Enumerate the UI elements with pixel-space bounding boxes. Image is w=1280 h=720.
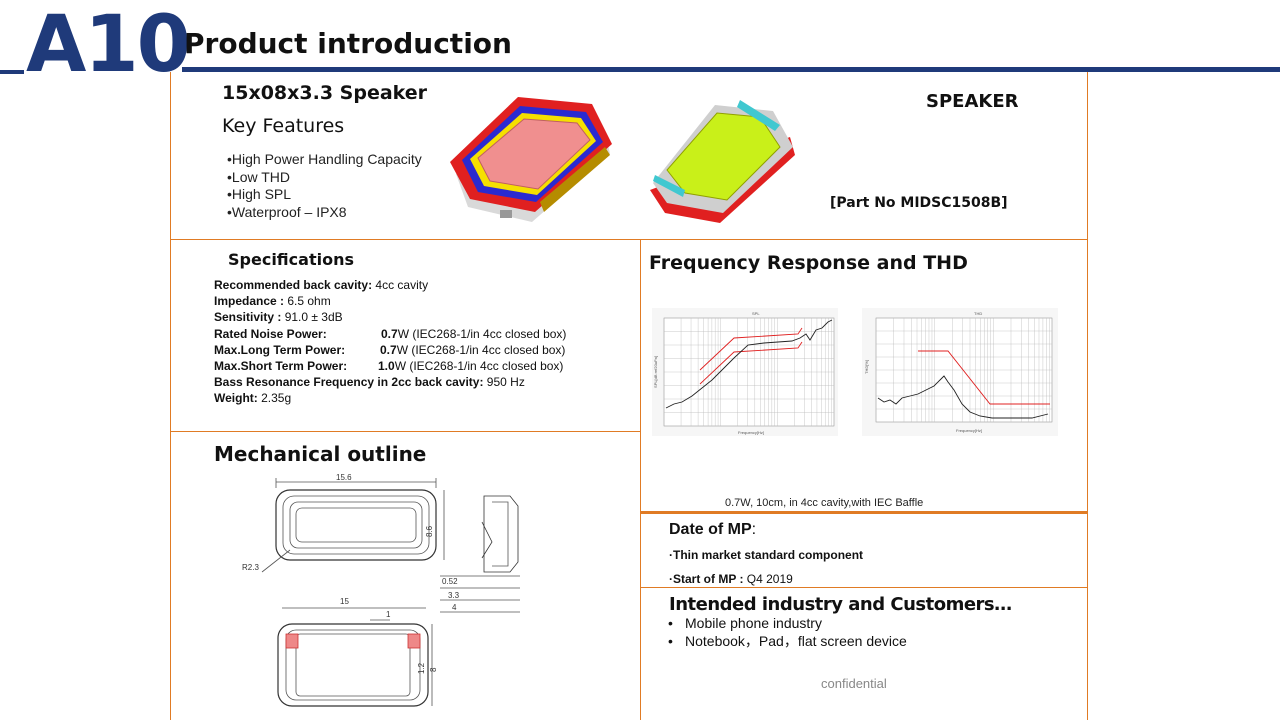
feature-item: Waterproof – IPX8 bbox=[227, 204, 422, 222]
industry-heading: Intended industry and Customers… bbox=[669, 594, 1012, 615]
spec-row: Max.Short Term Power: 1.0W (IEC268-1/in 4… bbox=[214, 358, 566, 374]
speaker-render-front bbox=[450, 97, 612, 222]
thd-limit bbox=[918, 350, 1050, 405]
mp-start-value: Q4 2019 bbox=[743, 572, 793, 586]
spec-value: 0.7 bbox=[380, 342, 397, 357]
spec-label: Weight: bbox=[214, 391, 258, 406]
divider-left bbox=[170, 72, 171, 720]
spec-row: Recommended back cavity: 4cc cavity bbox=[214, 277, 566, 293]
divider-freq-mp bbox=[641, 511, 1087, 514]
thd-x-axis-label: Frequency[Hz] bbox=[956, 428, 982, 433]
spl-x-axis-label: Frequency[Hz] bbox=[738, 430, 764, 435]
spl-chart-title: SPL bbox=[752, 311, 760, 316]
spl-y-axis-label: SPL[dB ref20uPa] bbox=[653, 356, 658, 388]
mp-line-component: ·Thin market standard component bbox=[669, 548, 864, 562]
spec-value: 950 Hz bbox=[483, 375, 525, 390]
spec-label: Rated Noise Power: bbox=[214, 326, 327, 341]
spl-upper-limit bbox=[699, 327, 803, 371]
thd-y-axis-label: THD[%] bbox=[864, 360, 869, 374]
spec-label: Recommended back cavity: bbox=[214, 278, 373, 292]
dim-text: 0.52 bbox=[442, 577, 458, 586]
confidential-label: confidential bbox=[821, 676, 887, 691]
date-of-mp-colon: : bbox=[751, 521, 757, 538]
frequency-heading: Frequency Response and THD bbox=[649, 252, 968, 274]
dim-text: R2.3 bbox=[242, 563, 259, 572]
spec-row: Rated Noise Power: 0.7W (IEC268-1/in 4cc … bbox=[214, 326, 566, 342]
key-features-heading: Key Features bbox=[222, 115, 345, 137]
thd-chart: THD Frequency[Hz] THD[%] bbox=[862, 308, 1058, 436]
specifications-heading: Specifications bbox=[228, 250, 354, 269]
dim-text: 4 bbox=[452, 603, 457, 612]
brand-logo: A10 bbox=[26, 0, 191, 90]
divider-mp-industry bbox=[641, 587, 1088, 588]
speaker-render-back bbox=[650, 100, 795, 223]
thd-gridlines bbox=[875, 318, 1052, 422]
thd-measured bbox=[877, 375, 1049, 419]
spec-value: 0.7 bbox=[381, 326, 398, 341]
logo-dash bbox=[0, 70, 24, 74]
spl-chart: SPL Frequency[Hz] SPL[dB ref20uPa] bbox=[652, 308, 838, 436]
dim-text: 3.3 bbox=[448, 591, 460, 600]
spec-suffix: W (IEC268-1/in 4cc closed box) bbox=[394, 359, 564, 374]
mp-start-label: ·Start of MP : bbox=[669, 572, 744, 586]
spec-value: 6.5 ohm bbox=[284, 294, 331, 309]
part-number: [Part No MIDSC1508B] bbox=[830, 195, 1008, 211]
dim-text: 15.6 bbox=[336, 473, 352, 482]
feature-item: High SPL bbox=[227, 186, 422, 204]
date-of-mp-heading: Date of MP: bbox=[669, 521, 756, 539]
spec-row: Bass Resonance Frequency in 2cc back cav… bbox=[214, 374, 566, 390]
industry-item: Notebook，Pad，flat screen device bbox=[668, 632, 907, 650]
divider-top-section bbox=[170, 239, 1088, 240]
product-name: 15x08x3.3 Speaker bbox=[222, 82, 428, 104]
spec-row: Max.Long Term Power: 0.7W (IEC268-1/in 4c… bbox=[214, 342, 566, 358]
spec-value: 1.0 bbox=[378, 359, 395, 374]
mechanical-drawing: 15.6 8.6 R2.3 0.52 3.3 4 15 1 1.2 8 bbox=[220, 462, 544, 718]
spec-suffix: W (IEC268-1/in 4cc closed box) bbox=[396, 342, 566, 357]
dim-text: 8 bbox=[429, 667, 438, 672]
frequency-test-note: 0.7W, 10cm, in 4cc cavity,with IEC Baffl… bbox=[725, 497, 924, 509]
spec-row: Impedance : 6.5 ohm bbox=[214, 293, 566, 309]
page-title: Product introduction bbox=[184, 27, 512, 60]
spec-value: 91.0 ± 3dB bbox=[281, 310, 343, 325]
mp-line-start: ·Start of MP : Q4 2019 bbox=[669, 572, 793, 586]
industry-list: Mobile phone industry Notebook，Pad，flat … bbox=[668, 614, 907, 650]
dim-text: 15 bbox=[340, 597, 349, 606]
product-type-label: SPEAKER bbox=[926, 91, 1019, 112]
feature-list: High Power Handling Capacity Low THD Hig… bbox=[227, 151, 422, 221]
dim-text: 8.6 bbox=[425, 525, 434, 537]
spec-value: 2.35g bbox=[257, 391, 292, 406]
industry-item: Mobile phone industry bbox=[668, 614, 907, 632]
feature-item: High Power Handling Capacity bbox=[227, 151, 422, 169]
spec-label: Max.Short Term Power: bbox=[214, 359, 348, 374]
spec-value: 4cc cavity bbox=[372, 278, 429, 292]
spec-label: Max.Long Term Power: bbox=[214, 342, 346, 357]
divider-right bbox=[1087, 72, 1088, 720]
thd-chart-title: THD bbox=[974, 311, 982, 316]
spec-label: Sensitivity : bbox=[214, 310, 282, 325]
spec-label: Bass Resonance Frequency in 2cc back cav… bbox=[214, 375, 484, 390]
spec-row: Weight: 2.35g bbox=[214, 390, 566, 406]
spec-label: Impedance : bbox=[214, 294, 285, 309]
feature-item: Low THD bbox=[227, 169, 422, 187]
divider-spec-mech bbox=[170, 431, 641, 432]
spl-measured bbox=[665, 319, 833, 409]
spec-suffix: W (IEC268-1/in 4cc closed box) bbox=[397, 326, 567, 341]
specifications-list: Recommended back cavity: 4cc cavity Impe… bbox=[214, 277, 566, 407]
dim-text: 1.2 bbox=[417, 662, 426, 674]
spec-row: Sensitivity : 91.0 ± 3dB bbox=[214, 309, 566, 325]
spl-lower-limit bbox=[699, 341, 803, 385]
date-of-mp-title: Date of MP bbox=[669, 521, 752, 538]
divider-middle bbox=[640, 239, 641, 720]
title-underline bbox=[182, 67, 1280, 72]
dim-text: 1 bbox=[386, 610, 391, 619]
